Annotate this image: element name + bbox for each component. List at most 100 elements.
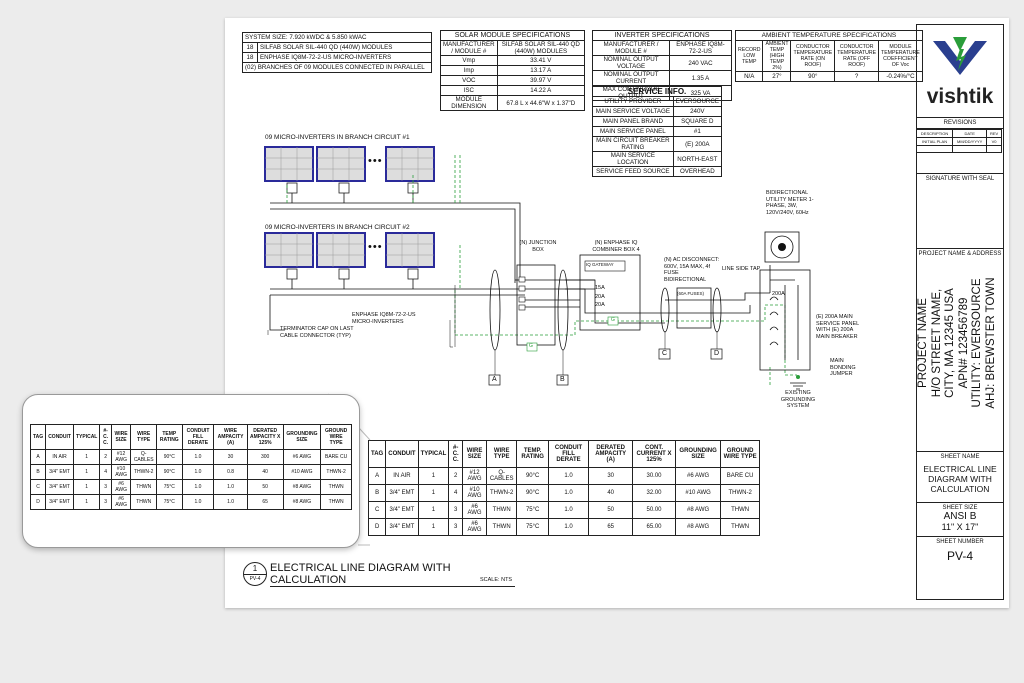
table-cell: THWN <box>320 479 352 495</box>
column-header: CONT. CURRENT X 125% <box>632 440 676 468</box>
table-cell: #8 AWG <box>674 518 722 536</box>
column-header: GROUNDING SIZE <box>674 440 722 468</box>
logo-area: vishtik <box>917 25 1003 118</box>
table-cell: 1.0 <box>181 494 215 510</box>
ambient-header: RECORD LOW TEMP <box>734 40 764 72</box>
spec-row: MAIN CIRCUIT BREAKER RATING(E) 200A <box>592 136 723 152</box>
ambient-specs-table: AMBIENT TEMPERATURE SPECIFICATIONS RECOR… <box>734 30 923 82</box>
table-cell: THWN <box>130 494 158 510</box>
solar-module <box>316 232 366 268</box>
table-cell: 1 <box>72 494 101 510</box>
module-specs-table: SOLAR MODULE SPECIFICATIONS MANUFACTURER… <box>440 30 586 111</box>
table-cell: B <box>29 464 47 480</box>
drawing-sheet-ref: PV-4 <box>249 576 261 582</box>
fuses-label: (60A FUSES) <box>677 291 705 296</box>
table-cell: #8 AWG <box>282 479 322 495</box>
table-cell: BARE CU <box>320 449 352 465</box>
table-cell: 1.0 <box>213 494 248 510</box>
table-cell: 90°C <box>156 449 183 465</box>
table-cell: 2 <box>99 449 112 465</box>
breaker-20a: 20A <box>595 302 605 308</box>
solar-module <box>385 146 435 182</box>
column-header: WIRE SIZE <box>110 424 132 450</box>
spec-value: 67.8 L x 44.6"W x 1.37"D <box>496 95 586 111</box>
table-cell: IN AIR <box>45 449 74 465</box>
revisions-label: REVISIONS <box>917 118 1003 129</box>
tag-c-label: C <box>662 350 668 357</box>
column-header: TEMP. RATING <box>516 440 549 468</box>
table-cell: #6 AWG <box>462 518 487 536</box>
table-cell: 1.0 <box>181 449 215 465</box>
table-cell: 30 <box>213 449 248 465</box>
table-cell: 75°C <box>516 518 549 536</box>
table-cell: 300 <box>246 449 284 465</box>
summary-cell: (02) BRANCHES OF 09 MODULES CONNECTED IN… <box>242 62 432 73</box>
tag-a-marker <box>488 374 501 386</box>
table-cell: 1.0 <box>547 518 590 536</box>
table-cell: 75°C <box>156 479 183 495</box>
solar-module <box>264 232 314 268</box>
table-cell: D <box>29 494 47 510</box>
column-header: CONDUIT FILL DERATE <box>181 424 215 450</box>
column-header: WIRE AMPACITY (A) <box>213 424 248 450</box>
ambient-header: CONDUCTOR TEMPERATURE RATE (ON ROOF) <box>790 40 836 72</box>
solar-module-row-2 <box>264 232 435 268</box>
ellipsis-dots: ••• <box>368 241 383 253</box>
table-cell: #6 AWG <box>110 479 132 495</box>
ground-tag: G <box>611 317 615 323</box>
logo-text: vishtik <box>926 85 994 108</box>
column-header: #- C. C. <box>99 424 112 450</box>
vishtik-logo-icon <box>933 37 987 75</box>
combiner-box <box>579 254 641 331</box>
table-cell: #6 AWG <box>282 449 322 465</box>
table-cell: 90°C <box>516 467 549 485</box>
column-header: TEMP RATING <box>156 424 183 450</box>
column-header: DERATED AMPACITY X 125% <box>246 424 284 450</box>
ambient-header: AMBIENT TEMP (HIGH TEMP 2%) <box>762 40 792 72</box>
table-cell: 2 <box>448 467 464 485</box>
main-service-panel <box>759 269 811 371</box>
table-cell: THWN <box>720 518 760 536</box>
utility-meter-label: BIDIRECTIONAL UTILITY METER 1-PHASE, 3W,… <box>766 190 814 216</box>
inverter-note: ENPHASE IQ8M-72-2-US MICRO-INVERTERS <box>352 312 416 325</box>
tag-d-marker <box>710 348 723 360</box>
table-cell: 3/4" EMT <box>45 494 74 510</box>
terminator-note: TERMINATOR CAP ON LAST CABLE CONNECTOR (… <box>280 326 354 339</box>
tag-a-label: A <box>492 376 497 383</box>
table-cell: 90°C <box>156 464 183 480</box>
table-cell: 1 <box>72 464 101 480</box>
branch-1-label: 09 MICRO-INVERTERS IN BRANCH CIRCUIT #1 <box>265 134 410 141</box>
table-cell: THWN <box>485 518 518 536</box>
table-cell: C <box>367 501 387 519</box>
spec-value: OVERHEAD <box>672 166 723 177</box>
table-cell: THWN-2 <box>130 464 158 480</box>
main-panel-label: (E) 200A MAIN SERVICE PANEL WITH (E) 200… <box>816 314 859 340</box>
ac-disconnect-label: (N) AC DISCONNECT: 600V, 15A MAX, 4f FUS… <box>664 257 720 283</box>
table-cell: 3/4" EMT <box>45 464 74 480</box>
sheet-number-label: SHEET NUMBER <box>936 539 984 545</box>
solar-module-row-1 <box>264 146 435 182</box>
table-cell: 3/4" EMT <box>45 479 74 495</box>
sheet-name: ELECTRICAL LINE DIAGRAM WITH CALCULATION <box>917 460 1003 503</box>
column-header: #- C. C. <box>448 440 464 468</box>
table-cell: 0.8 <box>213 464 248 480</box>
sheet-number: PV-4 <box>946 549 973 563</box>
table-cell: #12 AWG <box>110 449 132 465</box>
column-header: GROUND WIRE TYPE <box>320 424 352 450</box>
column-header: GROUNDING SIZE <box>282 424 322 450</box>
solar-module <box>385 232 435 268</box>
bonding-label: MAIN BONDING JUMPER <box>830 358 856 377</box>
